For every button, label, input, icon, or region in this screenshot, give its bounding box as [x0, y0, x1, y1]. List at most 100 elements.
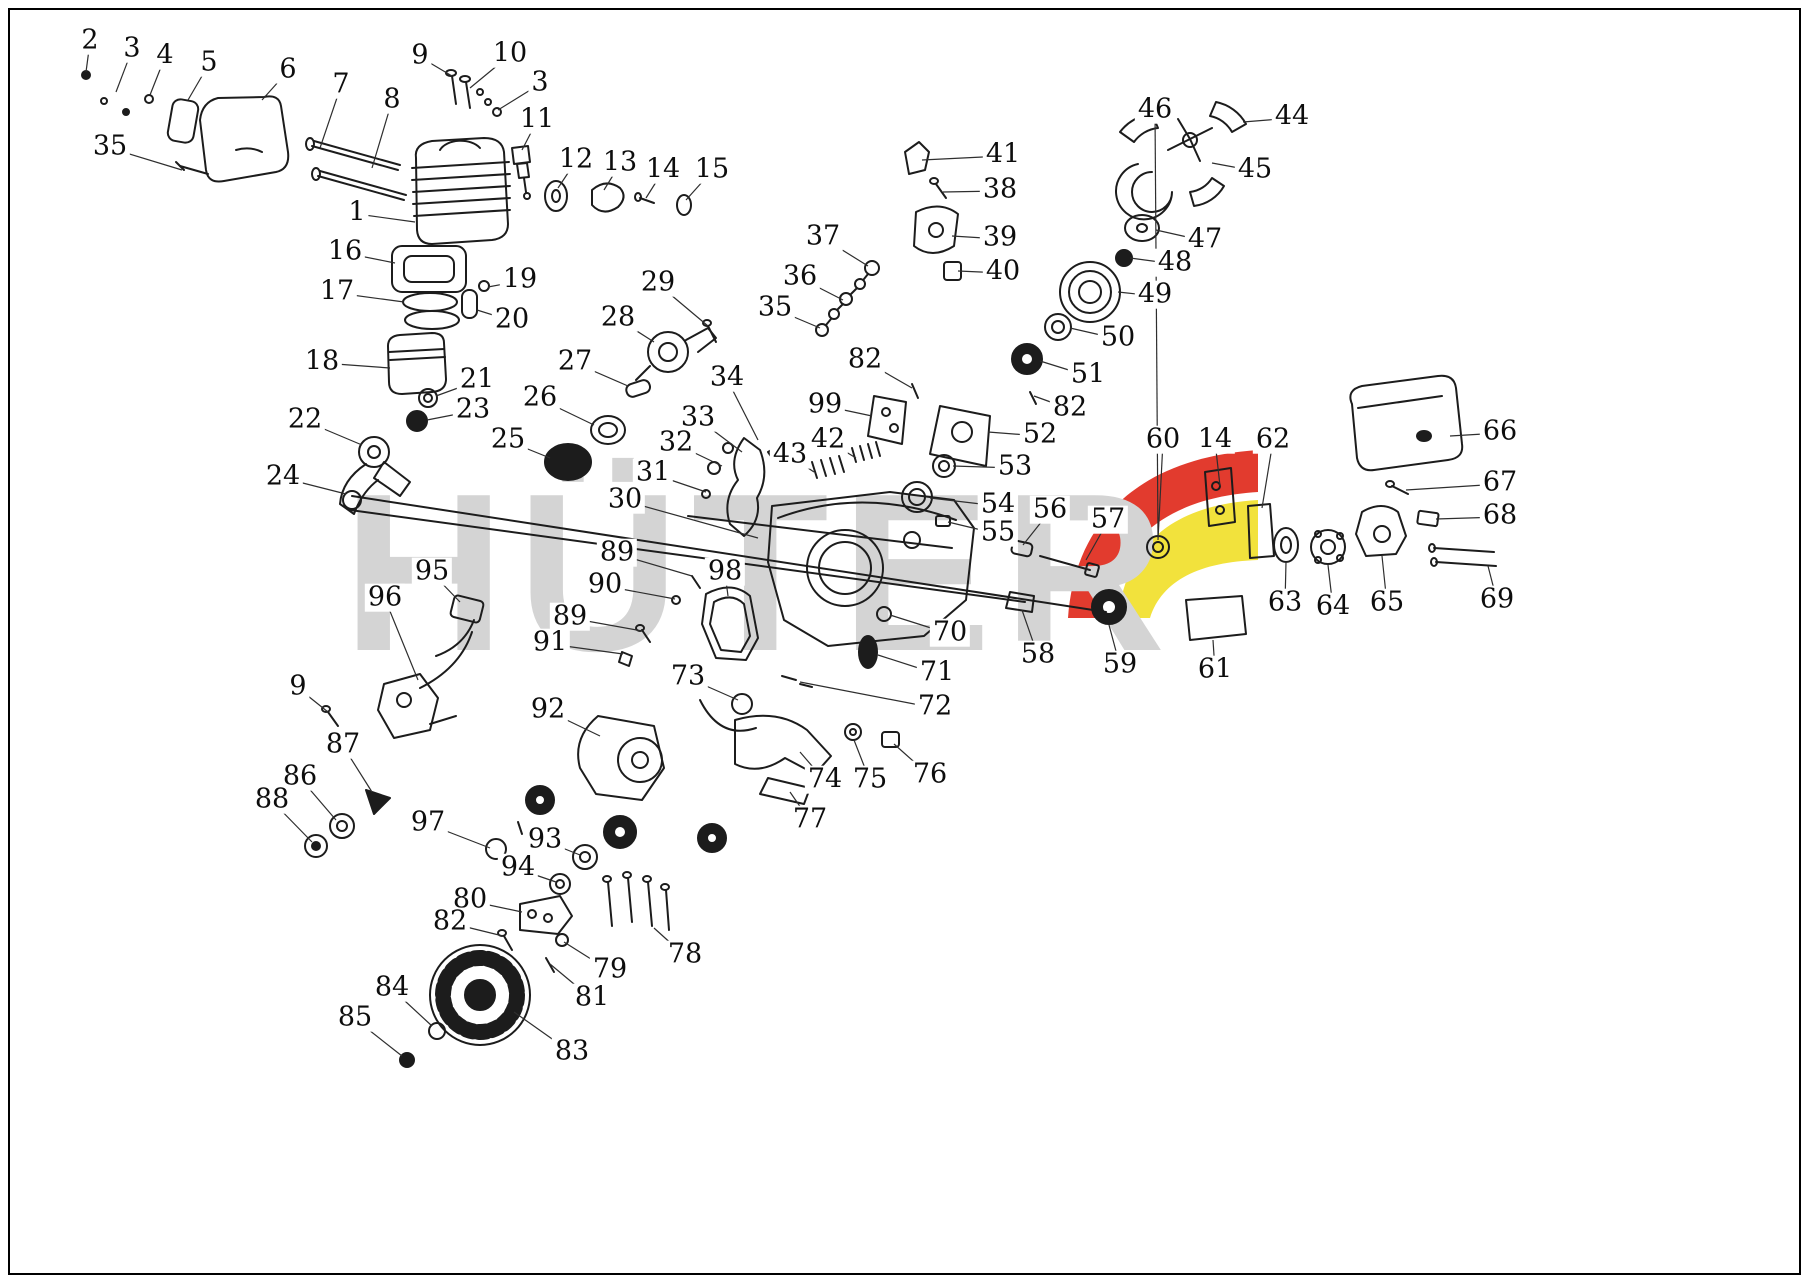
part-label-33: 33 [677, 403, 719, 433]
part-label-34: 34 [706, 363, 748, 393]
diagram-line-art [81, 69, 1497, 1068]
part-label-42: 42 [807, 425, 849, 455]
part-label-68: 68 [1479, 501, 1521, 531]
watermark-swoosh-red [1068, 450, 1258, 618]
part-label-56: 56 [1029, 495, 1071, 525]
part-label-94: 94 [497, 853, 539, 883]
part-label-78: 78 [664, 940, 706, 970]
sketch-flywheel [399, 944, 531, 1068]
part-label-4: 4 [153, 41, 177, 71]
part-label-84: 84 [371, 973, 413, 1003]
part-label-82: 82 [844, 345, 886, 375]
part-label-18: 18 [301, 347, 343, 377]
part-label-28: 28 [597, 303, 639, 333]
sketch-intake-parts [544, 180, 692, 216]
part-label-26: 26 [519, 383, 561, 413]
part-label-67: 67 [1479, 468, 1521, 498]
part-label-88: 88 [251, 785, 293, 815]
part-label-38: 38 [979, 175, 1021, 205]
sketch-gasket-98 [701, 586, 759, 661]
part-label-21: 21 [456, 365, 498, 395]
part-label-69: 69 [1476, 585, 1518, 615]
part-label-35: 35 [89, 132, 131, 162]
part-label-19: 19 [499, 265, 541, 295]
part-label-46: 46 [1134, 95, 1176, 125]
part-label-11: 11 [516, 105, 558, 135]
part-label-10: 10 [489, 39, 531, 69]
part-label-8: 8 [380, 85, 404, 115]
part-label-20: 20 [491, 305, 533, 335]
part-label-76: 76 [909, 760, 951, 790]
part-label-25: 25 [487, 425, 529, 455]
sketch-spark-plug [511, 145, 531, 200]
watermark-swoosh-yellow [1118, 500, 1258, 618]
part-label-87: 87 [322, 730, 364, 760]
part-label-29: 29 [637, 268, 679, 298]
part-label-31: 31 [632, 458, 674, 488]
part-label-1: 1 [345, 198, 369, 228]
sketch-ignition-module [321, 594, 485, 739]
part-label-82: 82 [1049, 393, 1091, 423]
part-label-62: 62 [1252, 425, 1294, 455]
part-label-73: 73 [667, 662, 709, 692]
sketch-carburetor-cluster [544, 319, 717, 481]
part-label-90: 90 [584, 570, 626, 600]
part-label-91: 91 [529, 628, 571, 658]
part-label-5: 5 [197, 48, 221, 78]
part-label-39: 39 [979, 223, 1021, 253]
part-label-64: 64 [1312, 592, 1354, 622]
part-label-55: 55 [977, 518, 1019, 548]
part-label-12: 12 [555, 145, 597, 175]
sketch-gasket-piston [387, 245, 490, 432]
part-label-16: 16 [324, 237, 366, 267]
part-label-52: 52 [1019, 420, 1061, 450]
part-label-50: 50 [1097, 323, 1139, 353]
part-label-83: 83 [551, 1037, 593, 1067]
part-label-32: 32 [655, 428, 697, 458]
sketch-recoil-starter [517, 715, 727, 853]
sketch-sprocket-cover [1185, 467, 1407, 641]
part-label-51: 51 [1067, 360, 1109, 390]
sketch-small-rings [304, 789, 598, 895]
part-label-17: 17 [316, 277, 358, 307]
part-label-3: 3 [528, 68, 552, 98]
part-label-99: 99 [804, 390, 846, 420]
part-label-74: 74 [804, 765, 846, 795]
part-label-61: 61 [1194, 655, 1236, 685]
sketch-starter-assembly [1011, 101, 1247, 375]
part-label-45: 45 [1234, 155, 1276, 185]
part-label-71: 71 [916, 658, 958, 688]
part-label-85: 85 [334, 1003, 376, 1033]
part-label-43: 43 [769, 440, 811, 470]
part-label-49: 49 [1134, 280, 1176, 310]
sketch-long-leader-lines [349, 495, 1107, 613]
part-label-9: 9 [286, 672, 310, 702]
part-label-63: 63 [1264, 588, 1306, 618]
part-label-75: 75 [849, 765, 891, 795]
leader-line-60 [1157, 440, 1164, 541]
part-label-15: 15 [691, 155, 733, 185]
part-label-98: 98 [704, 557, 746, 587]
part-label-95: 95 [411, 557, 453, 587]
part-label-6: 6 [276, 55, 300, 85]
part-label-89: 89 [549, 602, 591, 632]
part-label-81: 81 [571, 983, 613, 1013]
part-label-54: 54 [977, 490, 1019, 520]
part-label-36: 36 [779, 262, 821, 292]
part-label-3: 3 [120, 34, 144, 64]
sketch-bottom-plate [497, 895, 573, 973]
part-label-72: 72 [914, 692, 956, 722]
part-label-14: 14 [642, 155, 684, 185]
part-label-93: 93 [524, 825, 566, 855]
leader-line-72 [799, 681, 936, 709]
part-label-13: 13 [599, 148, 641, 178]
leader-line-30 [624, 500, 759, 539]
leader-line-96 [384, 598, 419, 681]
part-label-30: 30 [604, 485, 646, 515]
part-label-2: 2 [78, 26, 102, 56]
part-label-48: 48 [1154, 248, 1196, 278]
part-label-24: 24 [262, 462, 304, 492]
sketch-rear-handle [699, 693, 900, 805]
part-label-58: 58 [1017, 640, 1059, 670]
